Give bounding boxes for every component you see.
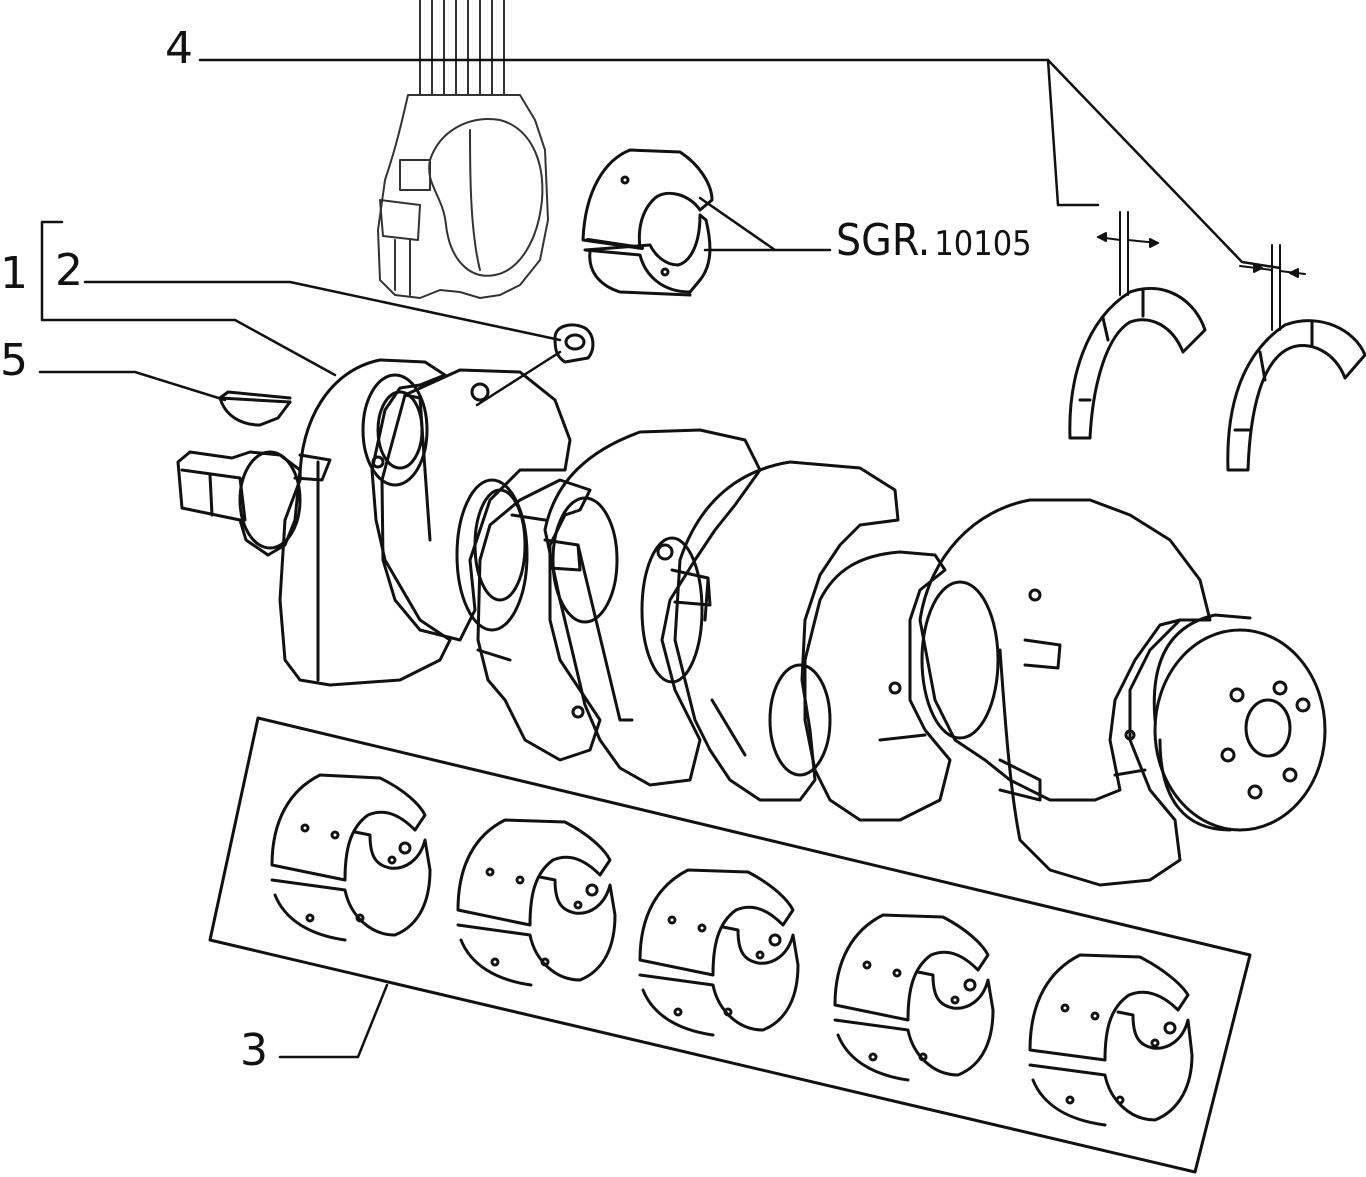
callout-5: 5 [0,335,28,386]
reference-code: SGR.10105 [836,215,1032,266]
pilot-bushing [553,323,595,364]
thrust-washer-right [1226,319,1366,472]
callout-3: 3 [240,1025,268,1076]
callout-2: 2 [55,245,83,296]
woodruff-key [218,390,292,427]
callout-1: 1 [0,248,28,299]
reference-number: 10105 [934,224,1031,264]
main-bearing-shell [1028,953,1194,1127]
main-bearing-shell [456,818,617,987]
thrust-washer-left [1068,286,1207,440]
leader-lines [38,58,1282,1059]
connecting-rod [377,0,549,299]
conrod-bearing-shells [581,148,714,297]
callout-4: 4 [165,23,193,74]
main-bearing-set [208,716,1252,1174]
main-bearing-shell [638,868,800,1037]
crankshaft [176,358,1327,887]
reference-prefix: SGR. [836,215,930,266]
thrust-washer-dimension-marks [1097,211,1306,331]
main-bearing-shell [833,913,995,1082]
main-bearing-shell [270,773,432,942]
